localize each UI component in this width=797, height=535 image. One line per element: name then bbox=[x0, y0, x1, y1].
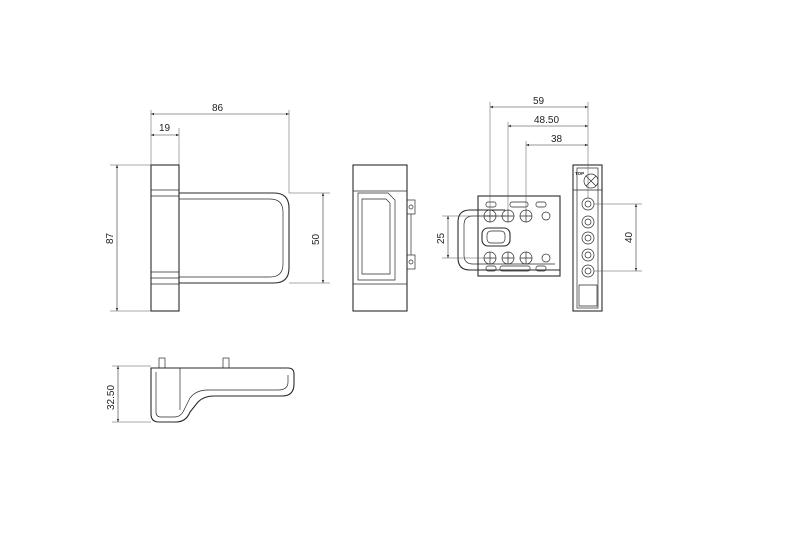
side-view bbox=[352, 164, 416, 312]
dim-label-19: 19 bbox=[159, 123, 171, 134]
dim-label-50: 50 bbox=[311, 233, 322, 245]
dim-label-40: 40 bbox=[624, 231, 635, 243]
dim-label-38: 38 bbox=[551, 134, 563, 145]
top-mark: TOP bbox=[575, 171, 584, 176]
dim-label-48-50: 48.50 bbox=[534, 115, 559, 126]
dim-label-86: 86 bbox=[212, 103, 224, 114]
plan-view: 32.50 bbox=[106, 357, 295, 423]
dim-label-87: 87 bbox=[105, 232, 116, 244]
dim-label-32-50: 32.50 bbox=[106, 385, 117, 410]
front-view: 86 19 87 50 bbox=[105, 103, 330, 312]
dim-label-59: 59 bbox=[533, 96, 545, 107]
dim-label-25: 25 bbox=[436, 232, 447, 244]
right-view: TOP 59 48.50 38 25 40 bbox=[436, 96, 642, 312]
